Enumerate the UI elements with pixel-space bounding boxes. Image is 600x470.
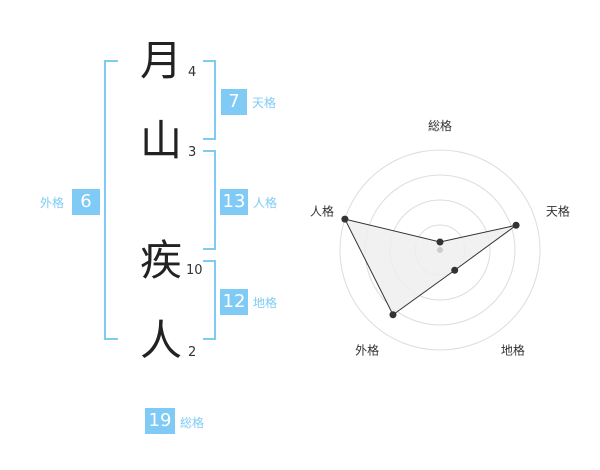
radar-axis-label-1: 総格 bbox=[428, 118, 452, 133]
tenkaku-value: 7 bbox=[221, 89, 247, 115]
radar-area bbox=[343, 218, 517, 316]
chikaku-value: 12 bbox=[220, 289, 248, 315]
radar-center-dot bbox=[437, 247, 443, 253]
radar-ring bbox=[339, 149, 541, 351]
radar-point-2 bbox=[512, 221, 520, 229]
chikaku-bracket bbox=[203, 260, 216, 340]
name-char-2-strokes: 3 bbox=[188, 145, 197, 160]
name-char-2: 山 bbox=[139, 116, 182, 165]
name-char-3: 疾 bbox=[139, 236, 182, 285]
jinkaku-bracket bbox=[203, 150, 216, 250]
gaikaku-label: 外格 bbox=[40, 196, 65, 210]
name-char-4-strokes: 2 bbox=[188, 345, 197, 360]
tenkaku-label: 天格 bbox=[252, 96, 277, 110]
jinkaku-label: 人格 bbox=[253, 196, 278, 210]
tenkaku-bracket bbox=[203, 60, 216, 140]
name-char-1-strokes: 4 bbox=[188, 65, 197, 80]
name-char-4: 人 bbox=[139, 316, 182, 365]
radar-point-5 bbox=[341, 215, 349, 223]
soukaku-label: 総格 bbox=[180, 416, 205, 430]
radar-axis-label-2: 天格 bbox=[546, 204, 570, 219]
soukaku-value: 19 bbox=[145, 408, 175, 434]
radar-axis-label-3: 地格 bbox=[501, 342, 525, 357]
radar-points bbox=[341, 215, 520, 319]
radar-point-4 bbox=[389, 311, 397, 319]
jinkaku-value: 13 bbox=[220, 189, 248, 215]
radar-point-1 bbox=[436, 238, 444, 246]
name-char-1: 月 bbox=[139, 36, 182, 85]
name-char-3-strokes: 10 bbox=[186, 263, 203, 278]
radar-axis-label-4: 外格 bbox=[355, 342, 379, 357]
chikaku-label: 地格 bbox=[253, 296, 278, 310]
radar-point-3 bbox=[451, 266, 459, 274]
gaikaku-bracket bbox=[104, 60, 118, 340]
radar-axis-label-5: 人格 bbox=[310, 204, 334, 219]
gaikaku-value: 6 bbox=[72, 189, 100, 215]
